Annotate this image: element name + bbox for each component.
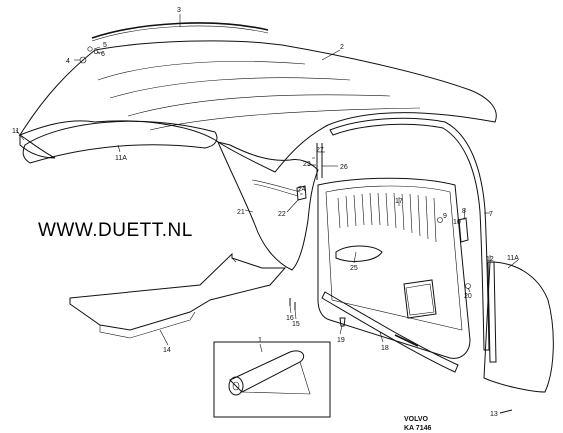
rear-side-panel-part — [217, 141, 319, 271]
material-roll-box — [213, 341, 331, 418]
door-panel-ribs — [337, 192, 437, 243]
callout-2: 2 — [340, 44, 344, 51]
side-trim-panel-part — [483, 261, 554, 393]
callout-5: 5 — [103, 42, 107, 49]
callout-7: 7 — [489, 211, 493, 218]
drawing-code: KA 7146 — [404, 425, 431, 432]
callout-11: 11 — [12, 128, 19, 135]
callout-11a: 11A — [115, 155, 127, 162]
callout-14: 13 — [490, 411, 498, 418]
callout-21: 20 — [464, 293, 472, 300]
callout-6: 6 — [101, 51, 105, 58]
callout-16: 15 — [292, 321, 300, 328]
callout-27: 26 — [340, 164, 348, 171]
door-seal-part — [329, 117, 490, 351]
drip-strip-part — [91, 22, 269, 42]
callout-26: 25 — [350, 265, 358, 272]
leader-lines — [15, 14, 519, 353]
floor-cover-part — [69, 252, 287, 339]
insulation-pad-part — [22, 120, 218, 164]
door-panel-part — [317, 177, 471, 359]
sill-strip-part — [321, 291, 459, 373]
callout-19: 18 — [381, 345, 389, 352]
lock-rods-part — [312, 143, 323, 180]
callout-23: 22 — [278, 211, 286, 218]
callout-12: 11A — [507, 255, 519, 262]
callout-28: 27 — [316, 147, 324, 154]
screws-part — [289, 298, 296, 310]
callout-24: 23 — [303, 161, 311, 168]
bracket-part — [296, 185, 307, 201]
callout-25: 24 — [298, 186, 306, 193]
door-handle-part — [458, 217, 469, 243]
callout-20: 19 — [337, 337, 345, 344]
callout-13: 12 — [486, 256, 494, 263]
callout-10: 10 — [453, 219, 461, 226]
screw-14-part — [499, 409, 513, 414]
callout-1: 1 — [258, 337, 262, 344]
callout-17: 16 — [286, 315, 294, 322]
callout-3: 3 — [177, 7, 181, 14]
callout-8: 8 — [462, 208, 466, 215]
callout-22: 21 — [237, 209, 245, 216]
callout-18: 17 — [395, 198, 403, 205]
headliner-part — [18, 40, 497, 173]
watermark-text: WWW.DUETT.NL — [38, 220, 193, 241]
callout-15: 14 — [163, 347, 171, 354]
clip-20-part — [339, 317, 346, 327]
callout-4: 4 — [66, 58, 70, 65]
callout-9: 9 — [443, 213, 447, 220]
callout-labels: 3 2 5 6 4 11 11A 7 8 10 9 11A 12 21 22 2… — [12, 7, 519, 418]
brand-label: VOLVO — [404, 416, 429, 423]
